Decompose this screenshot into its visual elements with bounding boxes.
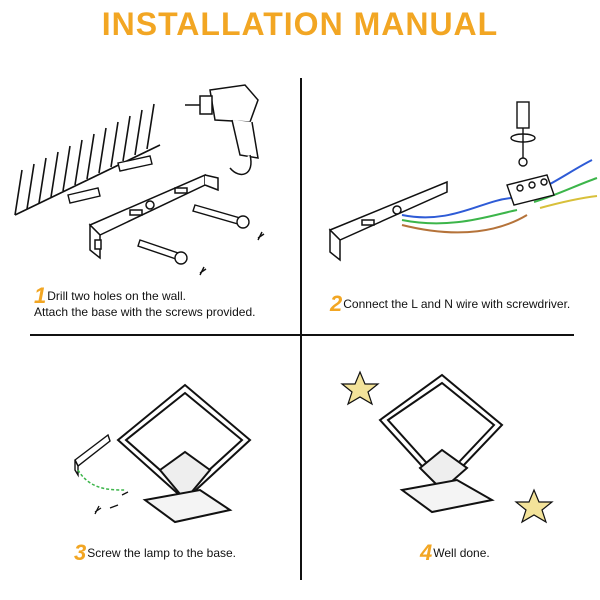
step-4-text: Well done.	[433, 546, 490, 560]
step-2-text: Connect the L and N wire with screwdrive…	[343, 297, 571, 311]
step-1-text-line1: Drill two holes on the wall.	[47, 289, 186, 303]
lamp-mount-icon	[74, 383, 252, 524]
step-1-text-line2: Attach the base with the screws provided…	[34, 305, 256, 319]
step-3-panel	[0, 340, 300, 540]
step-4-panel	[302, 340, 600, 540]
star-icon	[340, 370, 380, 406]
step-2-number: 2	[330, 291, 343, 316]
vertical-divider	[300, 78, 302, 580]
step-4-number: 4	[420, 540, 433, 565]
drill-wall-icon	[14, 84, 265, 276]
step-3-caption: 3Screw the lamp to the base.	[74, 542, 236, 564]
wire-connect-icon	[328, 101, 598, 262]
step-1-caption: 1Drill two holes on the wall. Attach the…	[34, 285, 256, 320]
step-3-text: Screw the lamp to the base.	[87, 546, 236, 560]
step-4-caption: 4Well done.	[420, 542, 490, 564]
horizontal-divider	[30, 334, 574, 336]
page-title: INSTALLATION MANUAL	[101, 6, 499, 42]
step-1-panel	[0, 60, 300, 280]
step-2-panel	[302, 90, 600, 280]
step-2-caption: 2Connect the L and N wire with screwdriv…	[330, 293, 571, 315]
finished-lamp-icon	[340, 370, 554, 524]
step-1-number: 1	[34, 283, 47, 308]
step-3-number: 3	[74, 540, 87, 565]
